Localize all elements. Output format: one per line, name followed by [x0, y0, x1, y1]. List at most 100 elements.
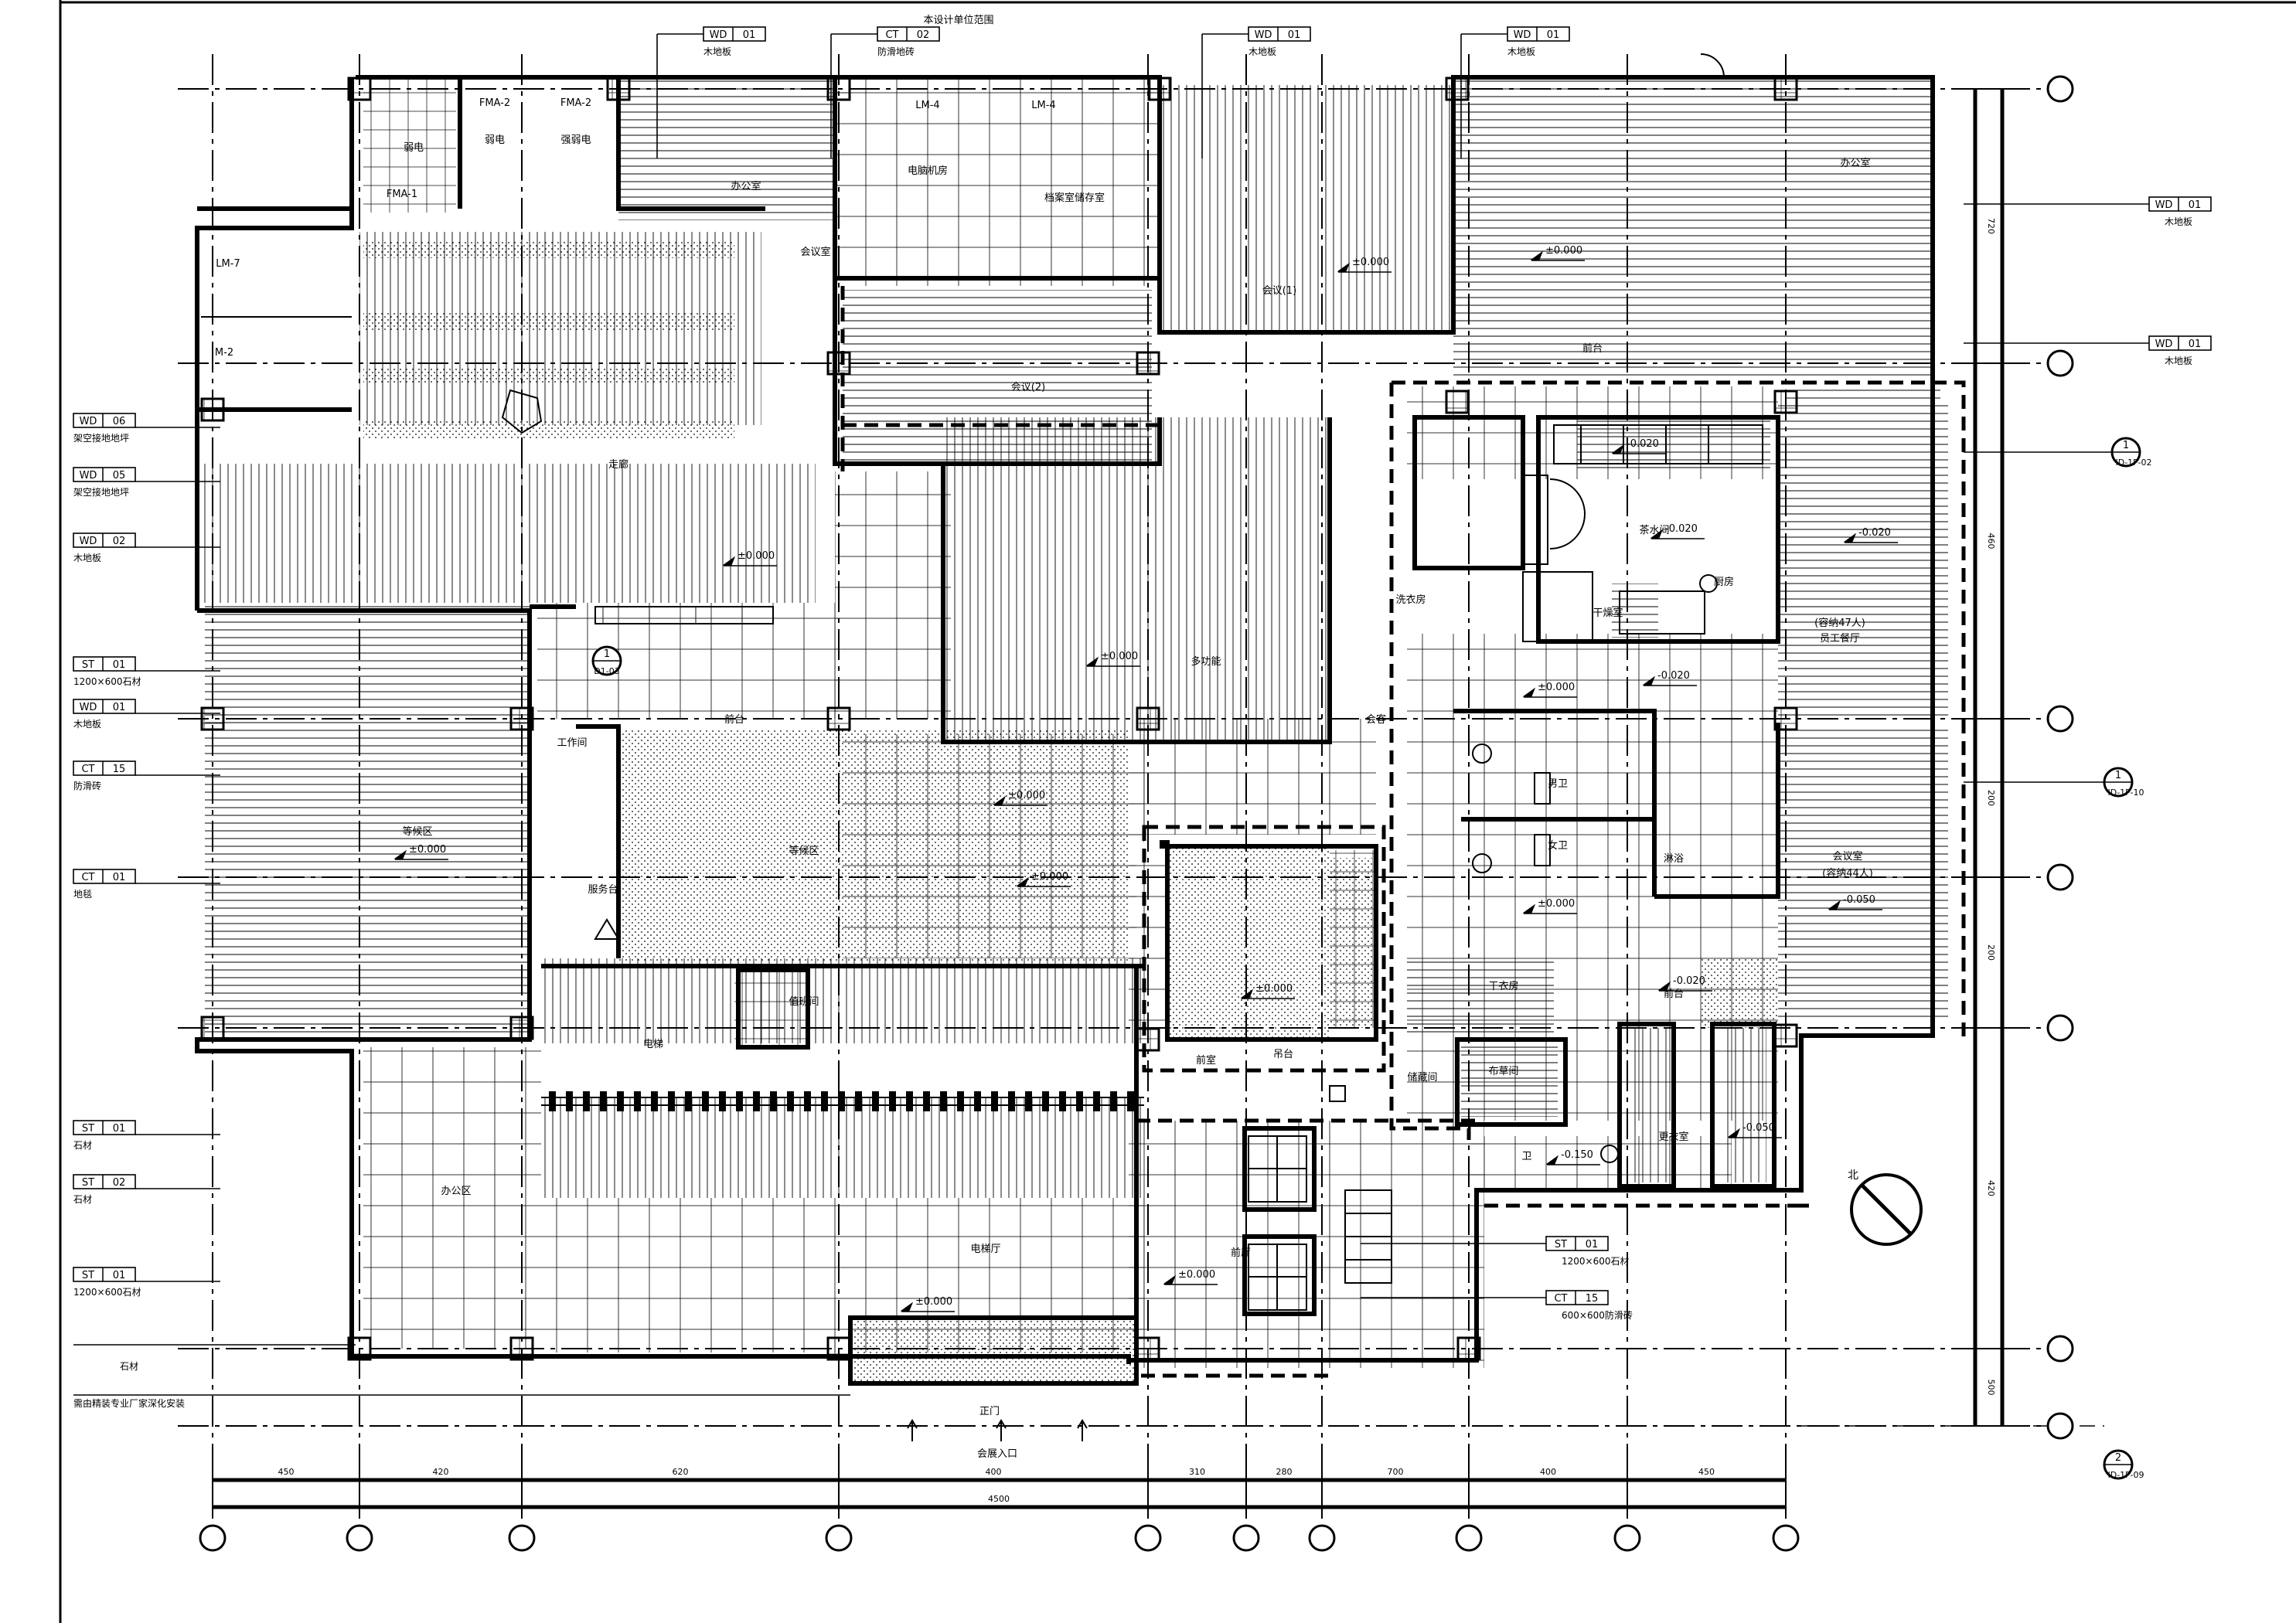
level-marker: ±0.000 [993, 790, 1048, 806]
room-label: FMA-2 [479, 97, 510, 109]
stair-tread [634, 1091, 641, 1111]
level-triangle [1530, 250, 1544, 260]
stair-tread [923, 1091, 930, 1111]
tag-number: 01 [1547, 29, 1560, 41]
tag-code: WD [80, 470, 97, 481]
north-arrow: 北 [1848, 1169, 1923, 1246]
column [1773, 77, 1798, 101]
room-label: 前台 [724, 713, 744, 726]
level-triangle [1522, 687, 1536, 697]
dim-label: 400 [986, 1467, 1002, 1477]
dim-label: 200 [1986, 790, 1996, 806]
room-label: 前台 [1582, 342, 1603, 355]
level-triangle [1611, 444, 1625, 454]
level-triangle [1545, 1155, 1559, 1165]
level-value: ±0.000 [1255, 983, 1293, 995]
axis-bubble [2046, 863, 2074, 891]
level-marker: -0.020 [1642, 670, 1697, 686]
room-label: 电脑机房 [908, 165, 948, 177]
axis-bubble [2046, 1412, 2074, 1440]
column [347, 1336, 372, 1361]
stair-tread [906, 1091, 913, 1111]
svg-text:1: 1 [604, 648, 610, 660]
room-label: LM-4 [915, 100, 939, 111]
stair-tread [617, 1091, 624, 1111]
level-value: ±0.000 [1545, 245, 1582, 257]
room-label: (容纳44人) [1822, 867, 1873, 880]
dim-label: 420 [1986, 1180, 1996, 1196]
stair-strip [541, 1091, 1144, 1111]
stair-tread [872, 1091, 879, 1111]
tag-box [73, 532, 136, 548]
level-value: -0.020 [1627, 438, 1659, 450]
tag-code: CT [81, 872, 94, 883]
level-marker: ±0.000 [1522, 682, 1577, 698]
level-triangle [1163, 1274, 1177, 1284]
stair-tread [889, 1091, 896, 1111]
level-marker: ±0.000 [1337, 257, 1392, 273]
room-label: 干燥室 [1593, 607, 1623, 619]
stair-tread [702, 1091, 709, 1111]
svg-text:1: 1 [2123, 440, 2129, 451]
level-marker: ±0.000 [393, 844, 448, 860]
tag-code: WD [80, 702, 97, 713]
tag-description: 木地板 [703, 46, 731, 57]
stair-tread [991, 1091, 998, 1111]
room-label: 档案室储存室 [1044, 192, 1105, 204]
column [1136, 1336, 1160, 1361]
level-marker: ±0.000 [1085, 651, 1140, 667]
tag-number: 05 [113, 470, 126, 481]
tag-description: 600×600防滑砖 [1562, 1309, 1633, 1321]
stair-tread [1042, 1091, 1049, 1111]
level-triangle [1337, 262, 1351, 272]
level-value: ±0.000 [409, 844, 446, 856]
room-label: 工作间 [557, 737, 587, 749]
level-value: ±0.000 [915, 1296, 952, 1308]
dashed-boundaries [840, 286, 1966, 1378]
tag-description: 地毯 [73, 889, 92, 900]
level-value: -0.150 [1561, 1149, 1593, 1161]
stair-tread [685, 1091, 692, 1111]
level-marker: -0.020 [1650, 523, 1705, 539]
column [509, 706, 534, 731]
stair-tread [1025, 1091, 1032, 1111]
axis-bubble [2046, 75, 2074, 103]
dim-label: 280 [1276, 1467, 1293, 1477]
axis-bubble [2046, 705, 2074, 733]
level-value: -0.050 [1742, 1122, 1775, 1134]
stair-tread [974, 1091, 981, 1111]
stair-tread [549, 1091, 556, 1111]
room-label: 电梯厅 [970, 1244, 1000, 1255]
column [1773, 706, 1798, 731]
tag-code: ST [82, 1123, 94, 1135]
column [1773, 1023, 1798, 1048]
tag-code: WD [2155, 339, 2173, 350]
stair-tread [838, 1091, 845, 1111]
room-label: 走廊 [608, 458, 629, 471]
stair-tread [821, 1091, 828, 1111]
tag-box [73, 656, 136, 672]
tag-number: 01 [743, 29, 756, 41]
tag-number: 15 [113, 764, 126, 775]
column [1456, 1336, 1481, 1361]
room-label: 厨房 [1714, 576, 1734, 588]
stair-tread [736, 1091, 743, 1111]
stair-tread [566, 1091, 573, 1111]
tag-box [73, 1120, 136, 1135]
tag-code: WD [710, 29, 727, 41]
level-value: -0.050 [1843, 894, 1875, 906]
dim-total-label: 4500 [988, 1494, 1010, 1504]
stair-tread [651, 1091, 658, 1111]
room-label: 会议(2) [1011, 382, 1045, 393]
tag-description: 石材 [73, 1140, 92, 1151]
tag-box [73, 760, 136, 776]
floor-level-markers: ±0.000 -0.020 ±0.000 ±0.000 ±0.000 ±0.000 ±0.0… [393, 245, 1898, 1312]
room-label: 值班间 [789, 995, 819, 1008]
tag-number: 01 [2189, 199, 2202, 211]
